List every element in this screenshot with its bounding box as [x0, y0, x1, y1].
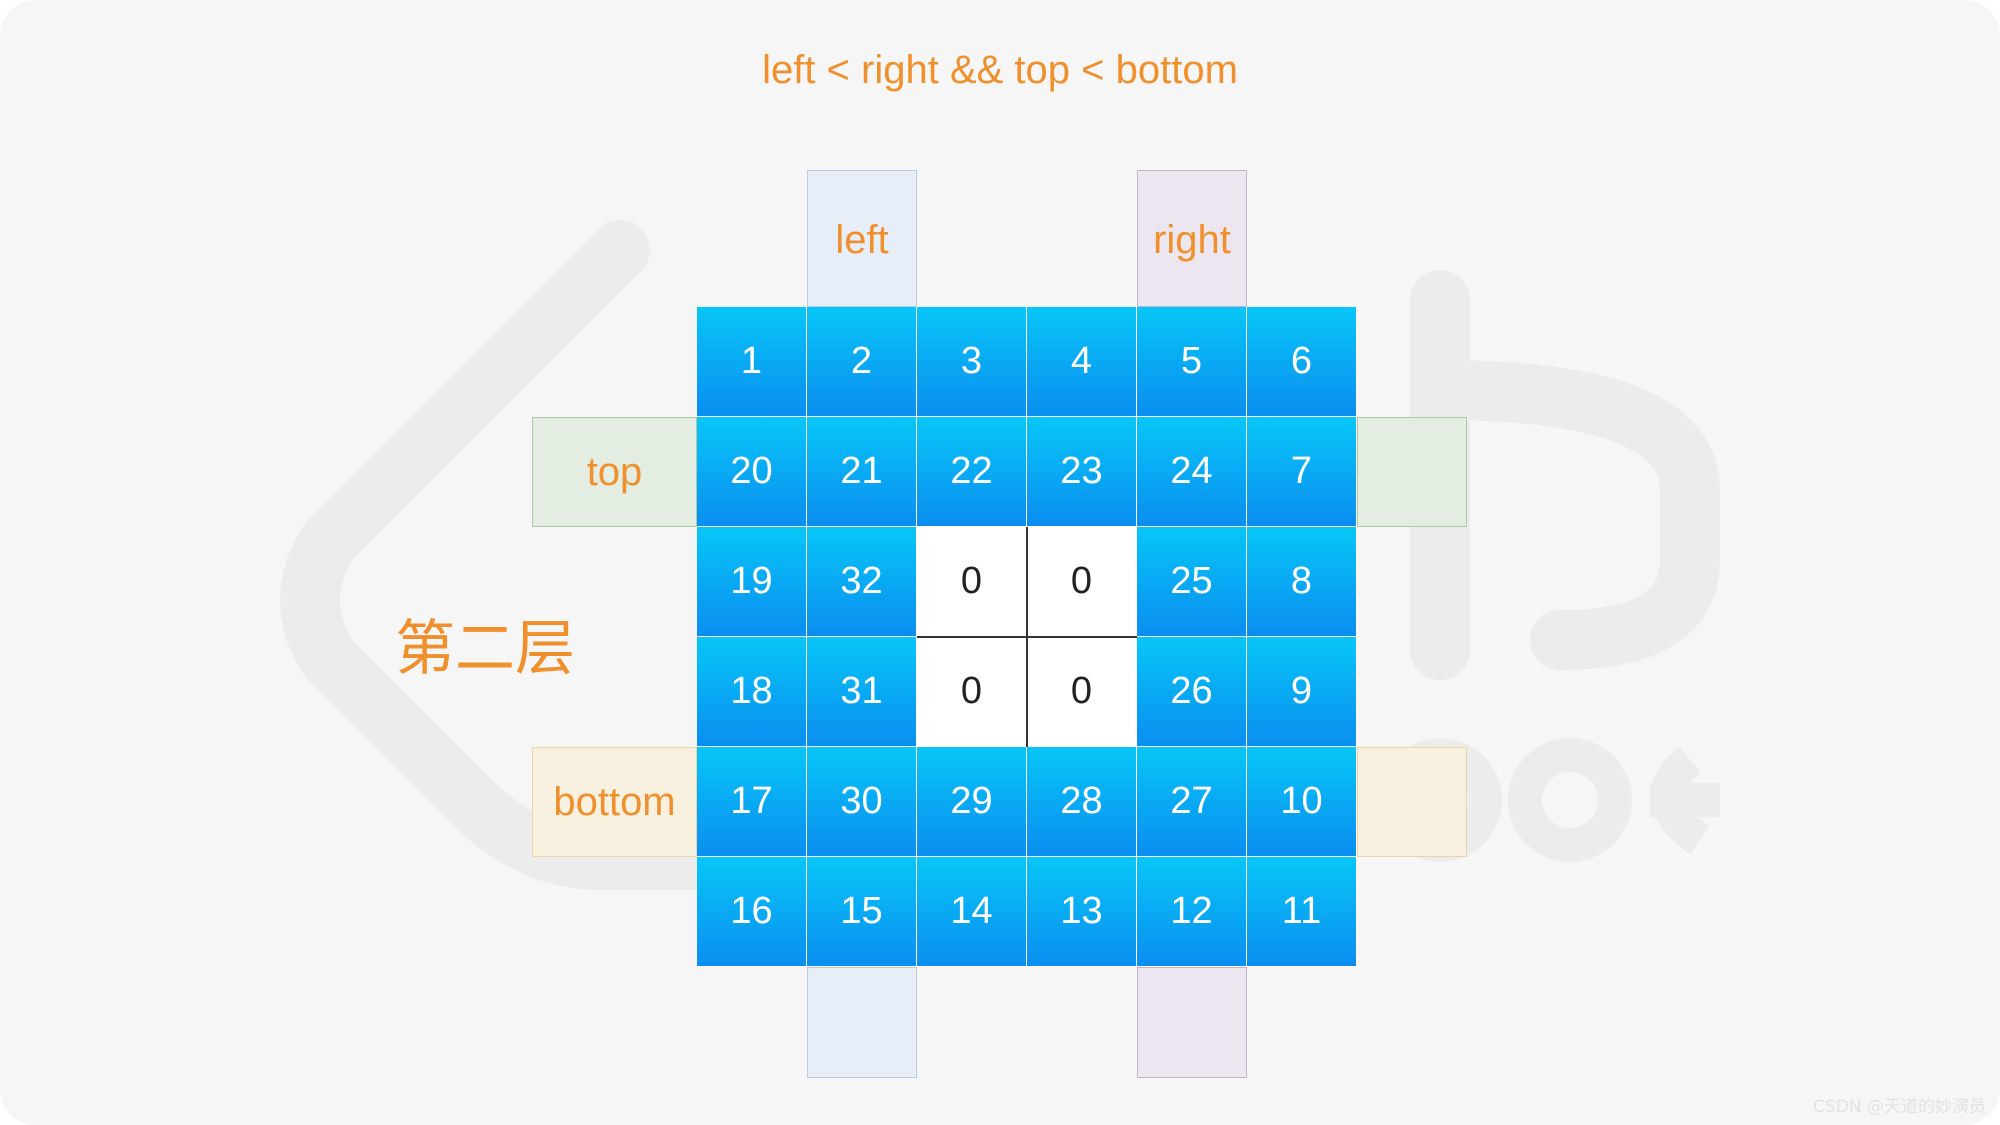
matrix-cell: 17: [697, 747, 807, 857]
bottom-row-marker-left: [532, 747, 697, 857]
matrix-cell: 15: [807, 857, 917, 967]
matrix-cell: 14: [917, 857, 1027, 967]
matrix-cell: 6: [1247, 307, 1357, 417]
matrix-cell: 18: [697, 637, 807, 747]
matrix-cell: 9: [1247, 637, 1357, 747]
diagram-title: left < right && top < bottom: [762, 48, 1238, 92]
matrix-cell-empty: 0: [917, 527, 1027, 637]
matrix-cell: 8: [1247, 527, 1357, 637]
matrix-cell: 20: [697, 417, 807, 527]
credit-watermark: CSDN @天道的妙演员: [1813, 1097, 1986, 1117]
left-column-marker-top: [807, 170, 917, 307]
matrix-cell: 2: [807, 307, 917, 417]
matrix-cell-empty: 0: [1027, 637, 1137, 747]
matrix-cell: 28: [1027, 747, 1137, 857]
matrix-cell: 5: [1137, 307, 1247, 417]
matrix-cell: 29: [917, 747, 1027, 857]
layer-label: 第二层: [395, 614, 575, 684]
matrix-cell: 27: [1137, 747, 1247, 857]
right-column-marker-top: [1137, 170, 1247, 307]
right-pointer-label: right: [1153, 217, 1231, 262]
matrix-cell: 3: [917, 307, 1027, 417]
top-pointer-label: top: [586, 449, 643, 494]
matrix-cell: 12: [1137, 857, 1247, 967]
left-column-marker-bottom: [807, 967, 917, 1078]
right-column-marker-bottom: [1137, 967, 1247, 1078]
matrix-cell-empty: 0: [917, 637, 1027, 747]
matrix-cell-empty: 0: [1027, 527, 1137, 637]
matrix-cell: 24: [1137, 417, 1247, 527]
matrix-cell: 16: [697, 857, 807, 967]
matrix-cell: 7: [1247, 417, 1357, 527]
matrix-cell: 30: [807, 747, 917, 857]
matrix-cell: 13: [1027, 857, 1137, 967]
matrix-cell: 26: [1137, 637, 1247, 747]
matrix-cell: 22: [917, 417, 1027, 527]
matrix-cell: 19: [697, 527, 807, 637]
left-pointer-label: left: [835, 217, 889, 262]
matrix-cell: 23: [1027, 417, 1137, 527]
center-horizontal-divider: [917, 636, 1137, 638]
matrix-cell: 11: [1247, 857, 1357, 967]
top-row-marker-right: [1357, 417, 1467, 527]
bottom-row-marker-right: [1357, 747, 1467, 857]
matrix-cell: 32: [807, 527, 917, 637]
matrix-cell: 31: [807, 637, 917, 747]
matrix-cell: 4: [1027, 307, 1137, 417]
matrix-cell: 10: [1247, 747, 1357, 857]
matrix-cell: 1: [697, 307, 807, 417]
matrix-cell: 21: [807, 417, 917, 527]
top-row-marker-left: [532, 417, 697, 527]
bottom-pointer-label: bottom: [553, 779, 676, 824]
matrix-cell: 25: [1137, 527, 1247, 637]
